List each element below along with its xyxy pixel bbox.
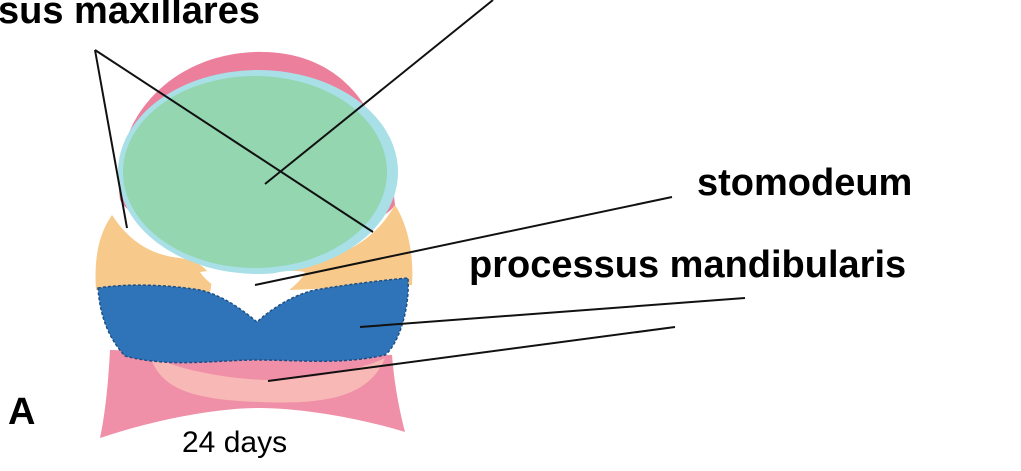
- stomodeum-opening: [200, 270, 305, 318]
- leader-lower: [267, 326, 676, 382]
- label-stomodeum: stomodeum: [697, 162, 913, 204]
- maxillary-process-left: [95, 215, 212, 292]
- leader-maxillares-right: [94, 49, 374, 233]
- label-processus-mandibularis: processus mandibularis: [469, 244, 907, 286]
- panel-letter: A: [8, 391, 36, 433]
- leader-mandibularis: [359, 297, 746, 328]
- forebrain-prominence: [123, 76, 387, 268]
- age-caption: 24 days: [182, 426, 288, 459]
- leader-stomodeum: [254, 196, 673, 286]
- mandibular-arch: [97, 277, 409, 364]
- leader-maxillares-left: [94, 49, 128, 229]
- leader-top: [264, 0, 494, 185]
- heart-bulge-highlight: [150, 355, 385, 403]
- maxillary-process-right: [287, 205, 413, 290]
- label-processus-maxillares: sus maxillares: [0, 0, 260, 32]
